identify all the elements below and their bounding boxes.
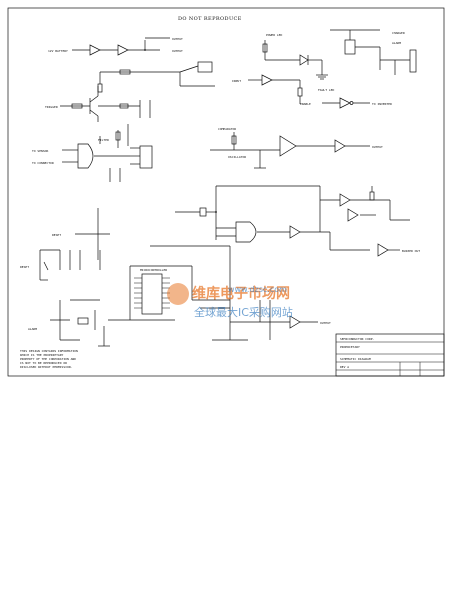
label-fault-led: FAULT LED (318, 88, 334, 92)
label-to-connector: TO CONNECTOR (32, 161, 54, 165)
microcontroller-section: MICROCONTROLLER (108, 245, 231, 321)
label-alarm-left: ALARM (28, 327, 37, 331)
lower-center-stage: OUTPUT (200, 300, 331, 341)
reset-section: RESET RESET (20, 208, 110, 281)
label-oscillator: OSCILLATOR (228, 155, 246, 159)
schematic-title: DO NOT REPRODUCE (178, 16, 242, 22)
note-line-4: IS NOT TO BE REPRODUCED OR (20, 361, 67, 365)
label-out-right: OUTPUT (372, 145, 383, 149)
label-enable: ENABLE (300, 102, 311, 106)
fault-led-section: INPUT FAULT LED (232, 74, 334, 104)
buffer-gate-1 (89, 44, 101, 56)
opamp-1 (279, 135, 297, 157)
label-microcontroller: MICROCONTROLLER (140, 268, 167, 272)
label-battery: 12V BATTERY (48, 49, 68, 53)
sensor-input-section: TO SENSOR TO CONNECTOR FILTER (32, 124, 153, 182)
label-to-inverter: TO INVERTER (372, 102, 392, 106)
label-buzzer-out: BUZZER OUT (402, 249, 420, 253)
title-block: SEMICONDUCTOR CORP. PROPRIETARY SCHEMATI… (335, 333, 445, 377)
title-block-row2: REV A (340, 365, 349, 369)
label-power-led: POWER LED (266, 33, 282, 37)
ic-regulator (344, 39, 356, 55)
watermark: 维库电子市场网 www.dzsc.com 全球最大IC采购网站 (167, 283, 293, 319)
label-alarm: ALARM (392, 41, 401, 45)
watermark-logo-icon (167, 283, 189, 305)
label-filter: FILTER (98, 138, 109, 142)
comparator-section: COMPARATOR OUTPUT OSCILLATOR (210, 127, 383, 169)
title-block-row1: PROPRIETARY (340, 345, 360, 349)
and-gate-1 (235, 221, 257, 243)
note-line-5: DISCLOSED WITHOUT PERMISSION. (20, 365, 73, 369)
switch-array (139, 145, 153, 169)
lower-left-stage: ALARM (28, 299, 110, 347)
inverter-section: ENABLE TO INVERTER (300, 97, 392, 109)
or-gate-1 (77, 143, 94, 169)
title-block-company: SEMICONDUCTOR CORP. (340, 337, 375, 341)
note-line-3: PROPERTY OF THE CORPORATION AND (20, 357, 76, 361)
watermark-brand: 维库电子市场网 (192, 285, 290, 302)
note-line-2: WHICH IS THE PROPRIETARY (20, 353, 64, 357)
output-stage-section: BUZZER OUT (319, 186, 420, 257)
watermark-url: www.dzsc.com (228, 285, 287, 294)
label-output-2: OUTPUT (172, 49, 183, 53)
battery-input-section: 12V BATTERY OUTPUT OUTPUT (48, 37, 183, 56)
page-border (7, 7, 445, 377)
buffer-gate-2 (117, 44, 129, 56)
label-trigger: TRIGGER (45, 105, 58, 109)
watermark-subtitle: 全球最大IC采购网站 (194, 305, 293, 319)
connector-block (197, 61, 213, 73)
title-block-row3: SCHEMATIC DIAGRAM (340, 357, 371, 361)
ic-microcontroller (141, 273, 163, 315)
driver-transistor-section (97, 61, 215, 93)
label-input: INPUT (232, 79, 241, 83)
label-to-sensor: TO SENSOR (32, 149, 48, 153)
connector-j1 (409, 49, 417, 73)
label-comparator: COMPARATOR (218, 127, 236, 131)
label-output: OUTPUT (172, 37, 183, 41)
transistor-q1-section: TRIGGER (45, 86, 151, 122)
label-output-bottom: OUTPUT (320, 321, 331, 325)
proprietary-note: THIS DESIGN CONTAINS INFORMATION WHICH I… (20, 349, 78, 369)
note-line-1: THIS DESIGN CONTAINS INFORMATION (20, 349, 78, 353)
resistor-1 (119, 69, 131, 75)
label-charger: CHARGER (392, 31, 405, 35)
top-right-ic-section: CHARGER ALARM (330, 29, 417, 75)
label-reset: RESET (52, 233, 61, 237)
label-reset-switch: RESET (20, 265, 29, 269)
power-led-section: POWER LED (262, 33, 328, 80)
signal-bus-section (175, 185, 330, 243)
